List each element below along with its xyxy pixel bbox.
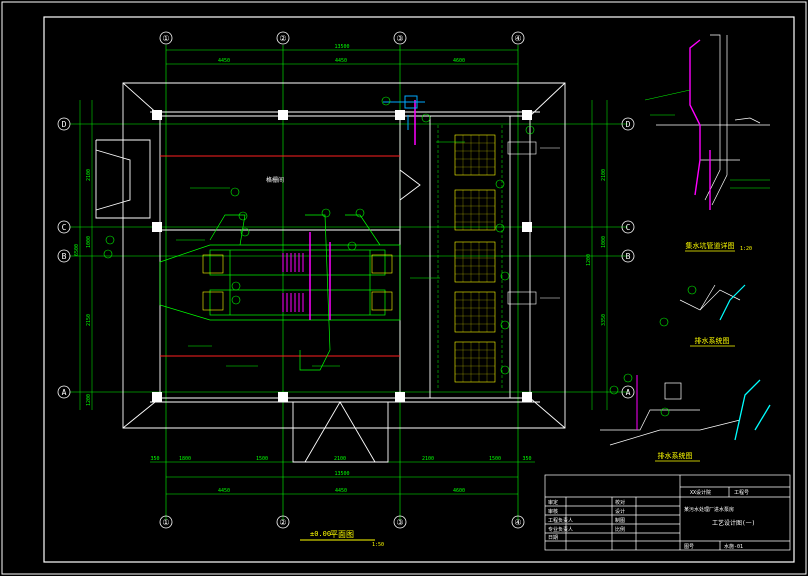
dim-bottom-4: 2100	[334, 456, 346, 462]
plan-scale: 1:50	[372, 542, 384, 548]
detail-view-sump	[656, 34, 770, 206]
dim-bottom-6: 1500	[489, 456, 501, 462]
screens	[454, 134, 496, 383]
side-pipes	[507, 141, 560, 305]
axis-label-top-4: ④	[514, 34, 521, 43]
dim-bottom-3: 1500	[256, 456, 268, 462]
dim-bottom-span-1: 4450	[218, 488, 230, 494]
dim-left-3: 1000	[86, 236, 92, 248]
red-pipe-lines	[160, 155, 400, 357]
columns	[152, 110, 532, 402]
axis-label-bottom-3: ③	[396, 518, 403, 527]
dim-bottom-5: 2100	[422, 456, 434, 462]
axis-label-bottom-1: ①	[162, 518, 169, 527]
axis-bubbles-top	[57, 31, 635, 529]
dim-left-4: 2150	[86, 314, 92, 326]
title-block	[544, 474, 791, 551]
dim-right-3: 3350	[601, 314, 607, 326]
dim-bottom-span-3: 4600	[453, 488, 465, 494]
tb-role-2: 审核	[548, 508, 558, 515]
dim-top-overall: 13500	[334, 44, 349, 50]
axis-label-bottom-4: ④	[514, 518, 521, 527]
pump-assembly	[159, 214, 401, 371]
item-bubbles	[103, 96, 535, 375]
tb-role-3: 工程负责人	[548, 517, 573, 524]
dim-top-span-3: 4600	[453, 58, 465, 64]
dim-top-span-2: 4450	[335, 58, 347, 64]
inner-frame	[43, 16, 795, 563]
tb-drawing-no: 工程号	[734, 489, 749, 496]
dim-bottom-overall: 13500	[334, 471, 349, 477]
tb-sheet-label: 图号	[684, 544, 694, 550]
detail-view-drain-1	[679, 284, 741, 311]
axis-label-right-c: C	[626, 223, 631, 232]
tb-role-4: 专业负责人	[548, 526, 573, 533]
axis-grid	[70, 45, 628, 520]
tb-company: XX设计院	[690, 489, 711, 496]
axis-label-right-d: D	[626, 120, 631, 129]
tb-sheet-value: 水施-01	[724, 543, 743, 550]
dim-bottom-7: 350	[522, 456, 531, 462]
dim-bottom-span-2: 4450	[335, 488, 347, 494]
tb-role-1: 审定	[548, 499, 558, 506]
tb-drawing-name: 工艺设计图(一)	[712, 519, 755, 527]
detail-title-1: 集水坑管道详图	[686, 241, 735, 250]
dim-bottom-1: 350	[150, 456, 159, 462]
tb-date-label: 日期	[548, 535, 558, 541]
dimension-lines	[79, 49, 608, 495]
dim-left-2: 2100	[86, 169, 92, 181]
screen-4	[454, 291, 496, 333]
axis-label-right-b: B	[626, 252, 631, 261]
dim-right-2: 1000	[601, 236, 607, 248]
tb-role2-3: 制图	[615, 517, 625, 524]
axis-label-bottom-2: ②	[279, 518, 286, 527]
dim-left-1: 6500	[74, 244, 80, 256]
screen-3	[454, 241, 496, 283]
plan-elevation: ±0.00	[310, 530, 331, 538]
axis-label-left-d: D	[62, 120, 67, 129]
tb-role2-1: 校对	[615, 499, 625, 506]
dim-right-4: 1200	[586, 254, 592, 266]
tb-scale-label: 比例	[615, 526, 625, 533]
detail-scale-1: 1:20	[740, 246, 752, 252]
tb-project: 某污水处理厂进水泵房	[684, 506, 734, 513]
tb-role2-2: 设计	[615, 508, 625, 515]
axis-label-top-1: ①	[162, 34, 169, 43]
dim-bottom-2: 1800	[179, 456, 191, 462]
axis-label-top-2: ②	[279, 34, 286, 43]
axis-label-left-a: A	[62, 388, 67, 397]
screen-2	[454, 189, 496, 231]
pump-motors	[282, 100, 416, 320]
axis-label-left-b: B	[62, 252, 67, 261]
detail-title-2: 排水系统图	[695, 336, 730, 345]
axis-label-left-c: C	[62, 223, 67, 232]
detail-view-drain-2	[600, 382, 741, 446]
axis-label-top-3: ③	[396, 34, 403, 43]
dim-right-1: 2100	[601, 169, 607, 181]
axis-label-right-a: A	[626, 388, 631, 397]
room-name: 格栅间	[266, 176, 284, 184]
detail-title-3: 排水系统图	[658, 451, 693, 460]
dim-left-5: 1200	[86, 394, 92, 406]
plan-title: 平面图	[330, 530, 354, 539]
screen-1	[454, 134, 496, 176]
dim-top-span-1: 4450	[218, 58, 230, 64]
screen-5	[454, 341, 496, 383]
